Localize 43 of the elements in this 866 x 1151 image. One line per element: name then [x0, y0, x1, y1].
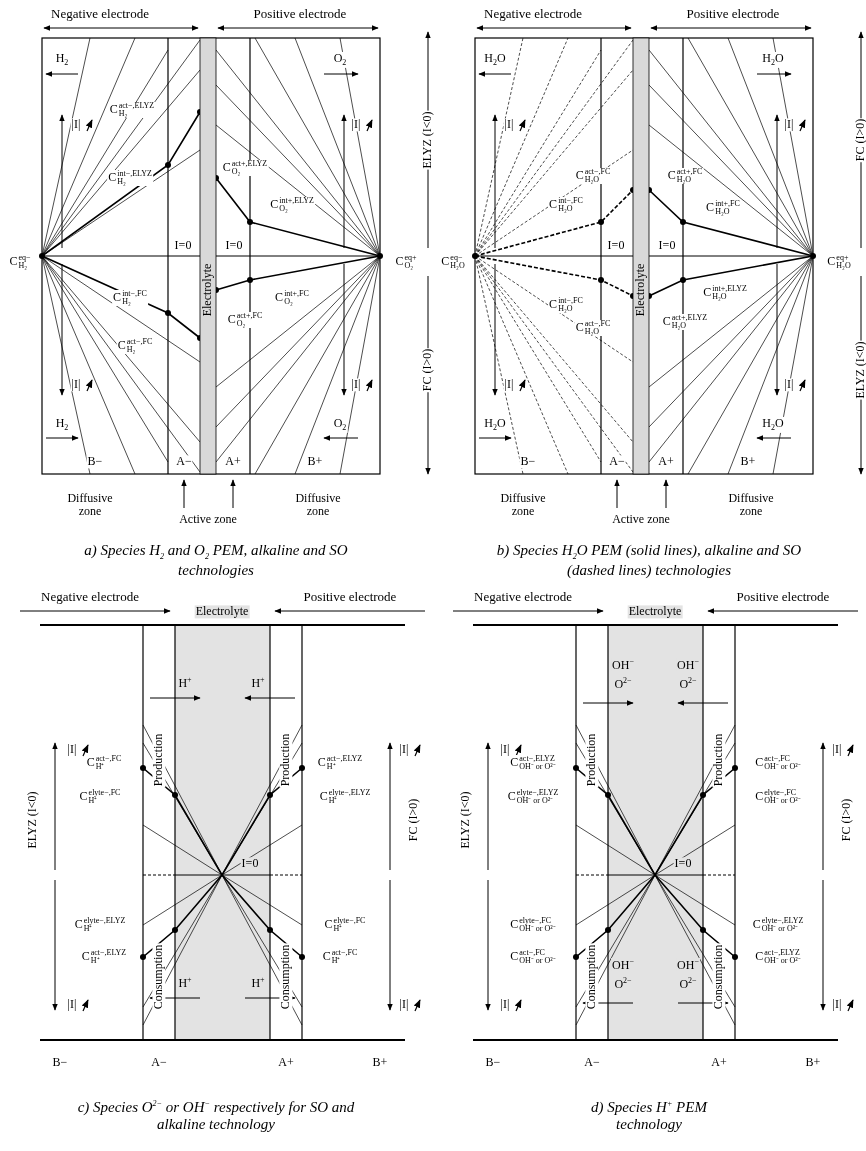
- reaction-label: Production: [585, 732, 599, 788]
- current-label: |I|: [66, 998, 78, 1012]
- mode-label: ELYZ (I<0): [421, 110, 435, 170]
- electrode-label: Negative electrode: [483, 6, 583, 22]
- reaction-label: Production: [712, 732, 726, 788]
- current-label: |I|: [499, 998, 511, 1012]
- current-label: |I|: [398, 998, 410, 1012]
- zone-label: B−: [519, 455, 537, 469]
- reaction-label: Production: [152, 732, 166, 788]
- electrode-label: Negative electrode: [473, 589, 573, 605]
- zone-label: B−: [86, 455, 104, 469]
- species-label: H$_{2}$O: [761, 51, 785, 69]
- species-label: H$_{2}$O: [761, 416, 785, 434]
- reaction-label: Consumption: [152, 943, 166, 1011]
- current-label: |I|: [783, 118, 795, 132]
- current-label: |I|: [70, 118, 82, 132]
- mode-label: FC (I>0): [421, 347, 435, 393]
- mode-label: FC (I>0): [407, 797, 421, 843]
- current-label: |I|: [70, 378, 82, 392]
- electrolyte-label: Electrolyte: [201, 262, 215, 318]
- current-label: |I|: [398, 743, 410, 757]
- current-label: |I|: [503, 378, 515, 392]
- mode-label: ELYZ (I<0): [26, 790, 40, 850]
- current-label: |I|: [831, 743, 843, 757]
- reaction-label: Consumption: [279, 943, 293, 1011]
- current-label: |I|: [350, 118, 362, 132]
- reaction-label: Production: [279, 732, 293, 788]
- mode-label: ELYZ (I<0): [459, 790, 473, 850]
- electrolyte-label: Electrolyte: [634, 262, 648, 318]
- reaction-label: Consumption: [585, 943, 599, 1011]
- electrode-label: Negative electrode: [50, 6, 150, 22]
- electrolyte-label: Electrolyte: [194, 605, 250, 619]
- current-label: |I|: [783, 378, 795, 392]
- current-label: |I|: [503, 118, 515, 132]
- current-label: |I|: [350, 378, 362, 392]
- current-label: |I|: [499, 743, 511, 757]
- reaction-label: Consumption: [712, 943, 726, 1011]
- electrode-label: Negative electrode: [40, 589, 140, 605]
- electrolyte-label: Electrolyte: [627, 605, 683, 619]
- current-label: |I|: [66, 743, 78, 757]
- species-label: O$_{2}$: [332, 51, 348, 69]
- mode-label: FC (I>0): [840, 797, 854, 843]
- current-label: |I|: [831, 998, 843, 1012]
